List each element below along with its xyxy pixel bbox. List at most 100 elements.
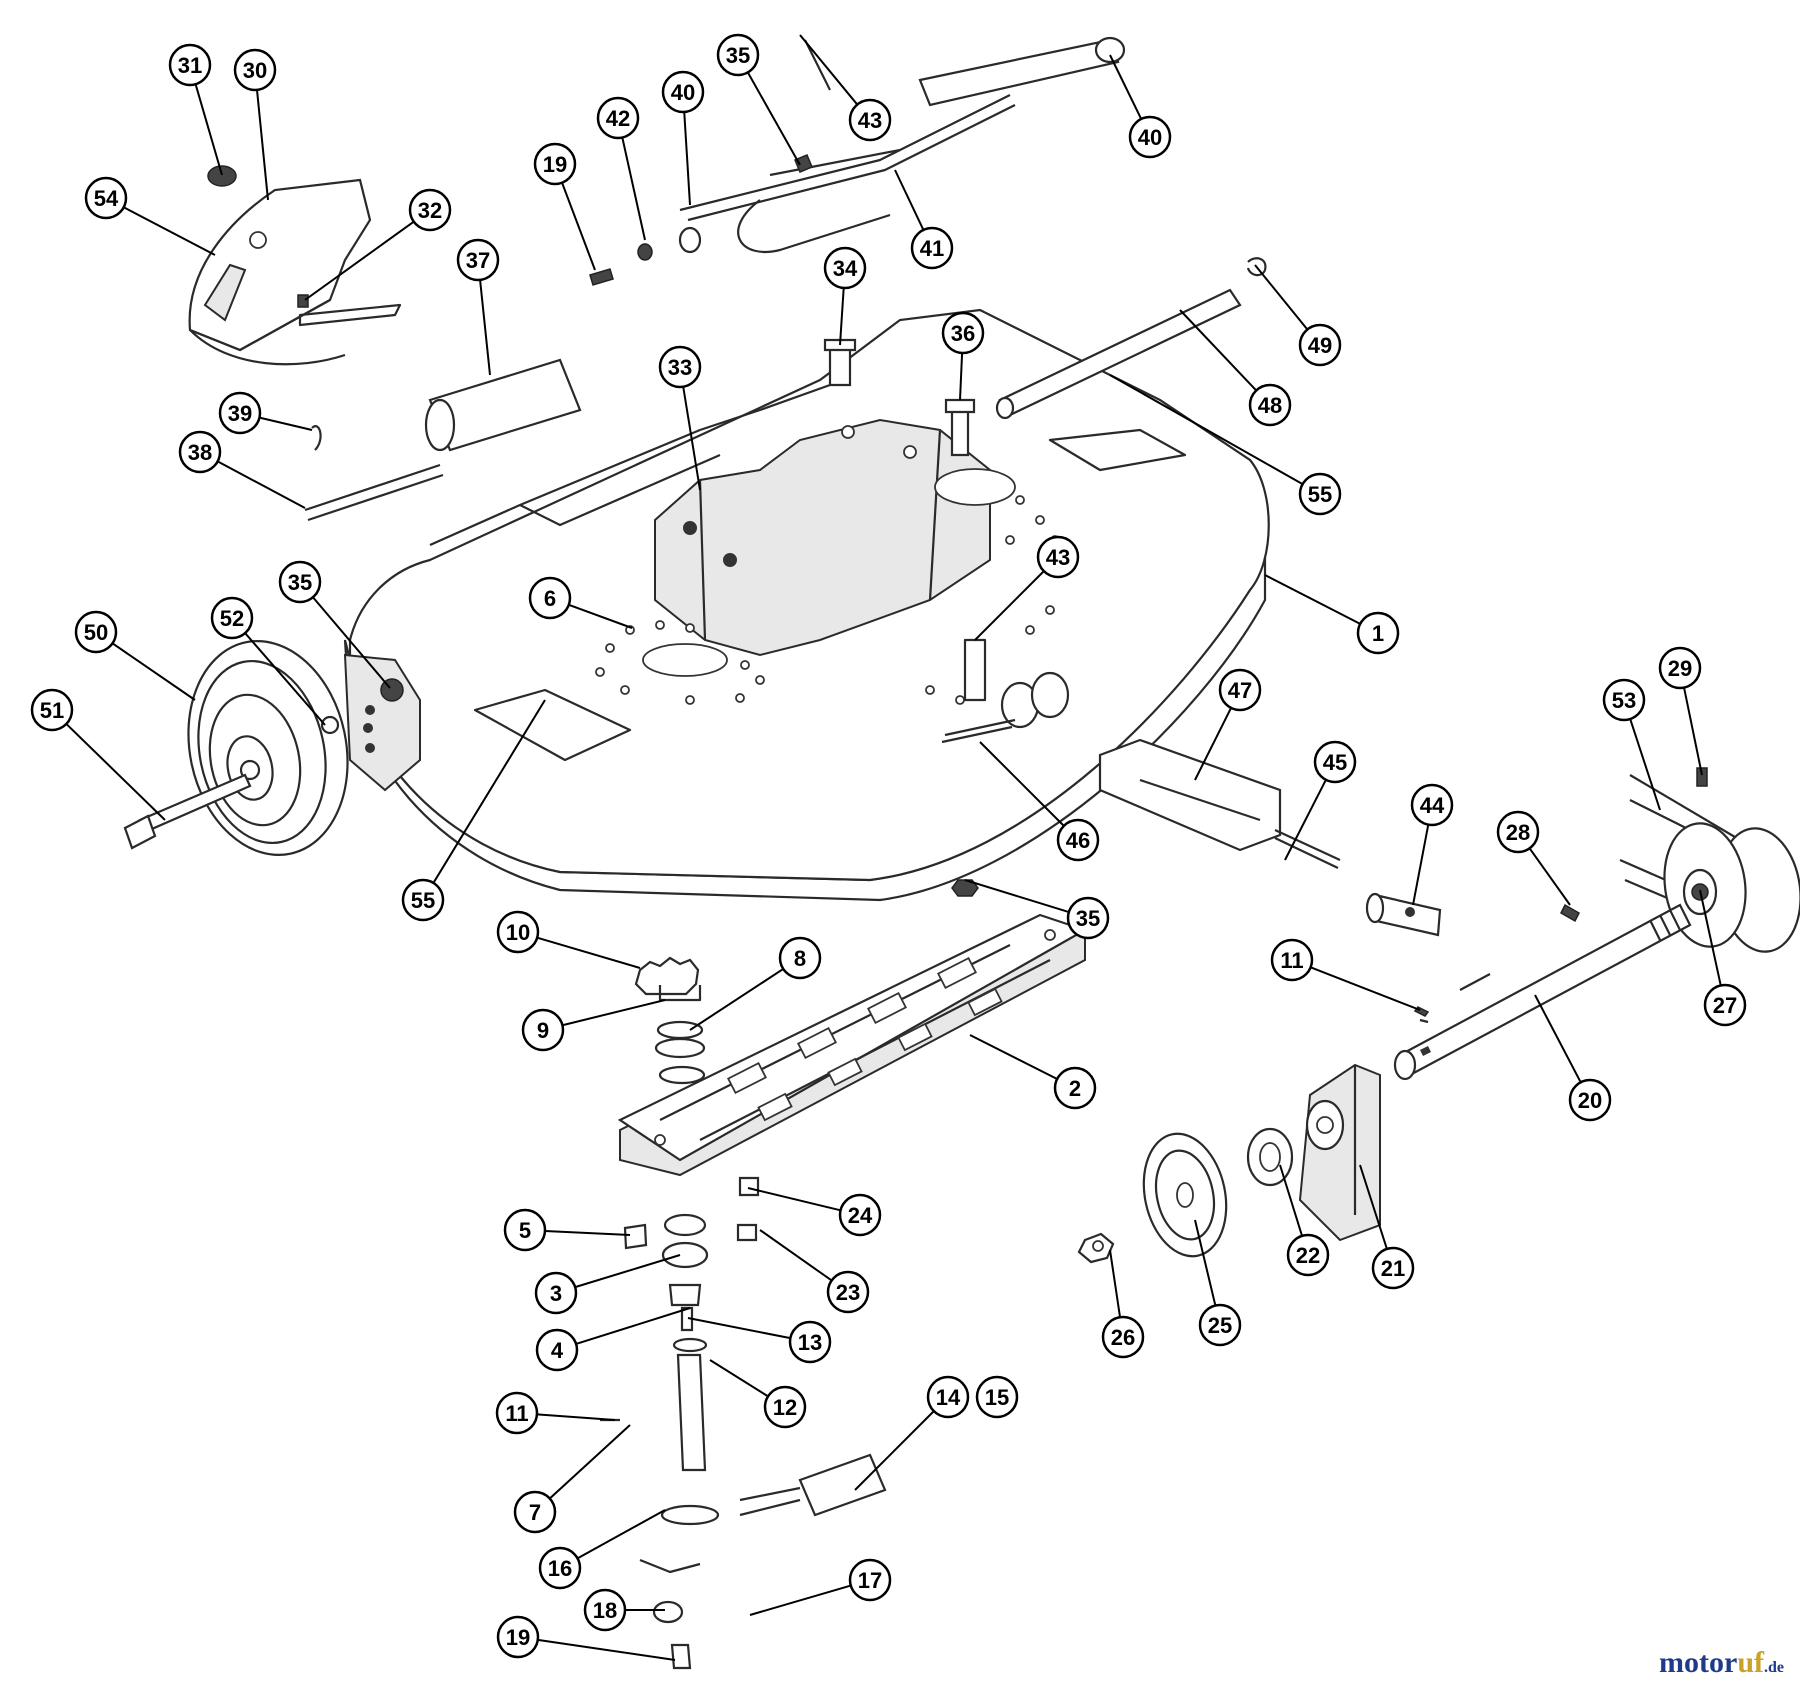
callout-circle xyxy=(30,688,74,732)
callout-c45: 45 xyxy=(1313,740,1357,784)
callout-label: 33 xyxy=(668,355,692,380)
callout-c35c: 35 xyxy=(1066,896,1110,940)
callout-circle xyxy=(1056,818,1100,862)
callout-circle xyxy=(1053,1066,1097,1110)
cutter-blade xyxy=(739,1453,887,1517)
callout-label: 17 xyxy=(858,1568,882,1593)
nut-under-deck xyxy=(951,879,979,897)
callout-circle xyxy=(848,98,892,142)
callout-label: 20 xyxy=(1578,1088,1602,1113)
leader-line-c35b xyxy=(312,596,391,689)
callout-label: 52 xyxy=(220,606,244,631)
callout-circle xyxy=(528,576,572,620)
callout-label: 36 xyxy=(951,321,975,346)
callout-circle xyxy=(1286,1233,1330,1277)
callout-circle xyxy=(408,188,452,232)
leader-line-c51 xyxy=(65,723,166,821)
callout-label: 13 xyxy=(798,1330,822,1355)
callout-label: 3 xyxy=(550,1281,562,1306)
callout-c50: 50 xyxy=(74,610,118,654)
callout-circle xyxy=(1356,611,1400,655)
leader-line-c48 xyxy=(1179,309,1257,392)
callout-c41: 41 xyxy=(910,226,954,270)
leader-line-c55a xyxy=(1109,374,1304,486)
leader-line-c35a xyxy=(746,71,801,166)
watermark-tld: .de xyxy=(1764,1659,1784,1676)
callout-label: 41 xyxy=(920,236,944,261)
leader-line-c19a xyxy=(561,182,596,271)
leader-line-c49 xyxy=(1254,264,1309,331)
callout-label: 32 xyxy=(418,198,442,223)
leader-line-c27 xyxy=(1699,889,1722,986)
callout-c5: 5 xyxy=(503,1208,547,1252)
callout-circle xyxy=(823,246,867,290)
callout-label: 24 xyxy=(848,1203,873,1228)
callout-label: 46 xyxy=(1066,828,1090,853)
callout-label: 47 xyxy=(1228,678,1252,703)
leader-line-c25 xyxy=(1194,1219,1217,1306)
callout-circle xyxy=(763,1385,807,1429)
callout-c39: 39 xyxy=(218,391,262,435)
callout-label: 44 xyxy=(1420,793,1445,818)
leader-line-c23 xyxy=(759,1229,833,1282)
callout-circle xyxy=(1371,1246,1415,1290)
callout-circle xyxy=(521,1008,565,1052)
axle-rod xyxy=(995,257,1267,420)
callout-label: 7 xyxy=(529,1500,541,1525)
callout-label: 31 xyxy=(178,53,202,78)
belt-cover xyxy=(188,165,402,366)
callout-c30: 30 xyxy=(233,48,277,92)
callout-c19b: 19 xyxy=(496,1615,540,1659)
watermark-logo[interactable]: motoruf.de xyxy=(1659,1646,1784,1680)
callout-label: 19 xyxy=(506,1625,530,1650)
callout-circle xyxy=(583,1588,627,1632)
leader-line-c7 xyxy=(549,1424,631,1500)
callout-label: 15 xyxy=(985,1385,1009,1410)
leader-line-c11a xyxy=(1310,966,1421,1011)
callout-c14: 14 xyxy=(926,1375,970,1419)
callout-label: 50 xyxy=(84,620,108,645)
callout-circle xyxy=(826,1270,870,1314)
callout-c4: 4 xyxy=(535,1328,579,1372)
callout-label: 9 xyxy=(537,1018,549,1043)
callout-circle xyxy=(1036,535,1080,579)
callout-circle xyxy=(535,1328,579,1372)
callout-c19a: 19 xyxy=(533,142,577,186)
bearing-housing xyxy=(1246,1063,1381,1242)
callout-c12: 12 xyxy=(763,1385,807,1429)
leader-line-c43a xyxy=(799,34,859,106)
callout-c52: 52 xyxy=(210,596,254,640)
leader-line-c38 xyxy=(217,460,306,509)
callout-c11a: 11 xyxy=(1270,938,1314,982)
callout-label: 25 xyxy=(1208,1313,1232,1338)
leader-line-c39 xyxy=(259,416,313,431)
callout-circle xyxy=(1496,810,1540,854)
callout-c10: 10 xyxy=(496,910,540,954)
callout-c43a: 43 xyxy=(848,98,892,142)
callout-label: 35 xyxy=(726,43,750,68)
callout-circle xyxy=(975,1375,1019,1419)
callout-c22: 22 xyxy=(1286,1233,1330,1277)
callout-c13: 13 xyxy=(788,1320,832,1364)
callout-circle xyxy=(1270,938,1314,982)
leader-line-c14 xyxy=(854,1410,935,1491)
callout-label: 26 xyxy=(1111,1325,1135,1350)
leader-line-c54 xyxy=(123,206,216,256)
callout-circle xyxy=(168,43,212,87)
leader-line-c42 xyxy=(621,137,646,241)
callout-label: 34 xyxy=(833,256,858,281)
callout-circle xyxy=(538,1546,582,1590)
callout-circle xyxy=(926,1375,970,1419)
leader-line-c2 xyxy=(969,1034,1058,1080)
callout-label: 48 xyxy=(1258,393,1282,418)
callout-label: 4 xyxy=(551,1338,564,1363)
callout-c35a: 35 xyxy=(716,33,760,77)
callout-c28: 28 xyxy=(1496,810,1540,854)
callout-label: 27 xyxy=(1713,993,1737,1018)
callout-c46: 46 xyxy=(1056,818,1100,862)
callout-c32: 32 xyxy=(408,188,452,232)
callout-c33: 33 xyxy=(658,345,702,389)
callout-label: 38 xyxy=(188,440,212,465)
callout-label: 43 xyxy=(1046,545,1070,570)
